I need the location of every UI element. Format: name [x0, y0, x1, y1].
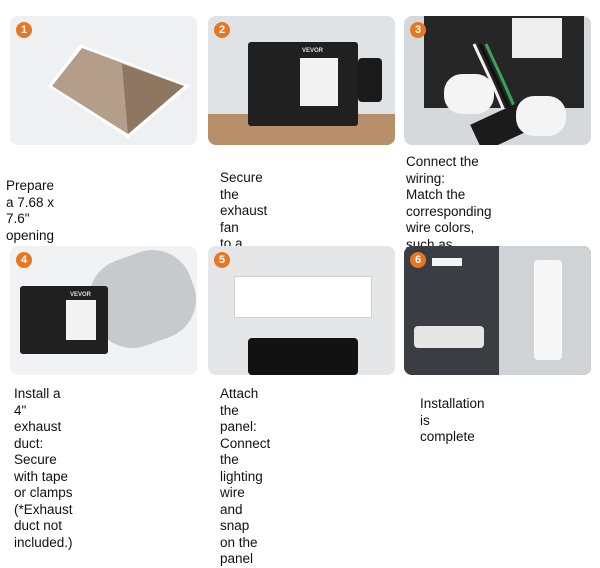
step-2-number-badge: 2	[214, 22, 230, 38]
light-panel-module	[248, 338, 358, 375]
step-5-number-badge: 5	[214, 252, 230, 268]
step-4-caption: Install a 4" exhaust duct: Secure with t…	[14, 386, 73, 550]
step-6-caption: Installation is complete	[420, 396, 485, 444]
step-3-number-badge: 3	[410, 22, 426, 38]
step-2-photo: VEVOR 2	[208, 16, 395, 145]
step-1-photo: 1	[10, 16, 197, 145]
fan-panel	[234, 276, 372, 318]
fan-brand-label: VEVOR	[70, 292, 92, 298]
fan-brand-label: VEVOR	[302, 48, 324, 54]
step-5-photo: 5	[208, 246, 395, 375]
step-1-number-badge: 1	[16, 22, 32, 38]
step-4-photo: VEVOR 4	[10, 246, 197, 375]
sofa	[414, 326, 484, 348]
step-6-number-badge: 6	[410, 252, 426, 268]
step-3-photo: 3	[404, 16, 591, 145]
exhaust-fan-box: VEVOR	[248, 42, 358, 126]
step-1-caption: Prepare a 7.68 x 7.6" opening	[6, 178, 55, 243]
step-6-photo: 6	[404, 246, 591, 375]
exhaust-fan-box: VEVOR	[20, 286, 108, 354]
step-4-number-badge: 4	[16, 252, 32, 268]
ceiling-opening-illustration	[48, 44, 190, 138]
ceiling-panel	[432, 258, 462, 266]
step-5-caption: Attach the panel: Connect the lighting w…	[220, 386, 271, 566]
remote-control	[534, 260, 562, 360]
